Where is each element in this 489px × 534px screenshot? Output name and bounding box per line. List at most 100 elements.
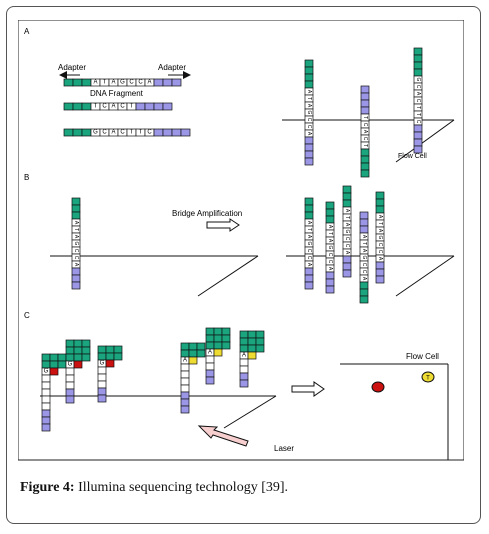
flow-cell-edge-b-left [197, 255, 259, 297]
adapter-cell [153, 78, 164, 87]
adapter-cell [359, 281, 369, 290]
adapter-cell [180, 342, 190, 351]
base-letter: C [120, 130, 125, 136]
adapter-cell [221, 341, 231, 350]
adapter-cell [221, 334, 231, 343]
adapter-cell [153, 128, 164, 137]
base-letter: A [361, 249, 367, 253]
imaging-arrow [291, 381, 325, 397]
yellow-dot-base: T [426, 376, 430, 382]
adapter-cell [71, 204, 81, 213]
base-letter: G [73, 242, 79, 246]
adapter-cell [304, 274, 314, 283]
adapter-cell [213, 334, 223, 343]
adapter-cell [304, 136, 314, 145]
adapter-cell [413, 68, 423, 77]
adapter-cell [359, 225, 369, 234]
base-letter: A [344, 209, 350, 213]
base-letter: C [120, 104, 125, 110]
adapter-cell [325, 271, 335, 280]
signal-cell [188, 356, 198, 365]
base-letter: T [130, 104, 134, 110]
strand-cell [65, 374, 75, 383]
adapter-cell [213, 327, 223, 336]
adapter-cell [73, 339, 83, 348]
adapter-cell [304, 197, 314, 206]
adapter-cell [65, 353, 75, 362]
adapter-right-label: Adapter [158, 63, 186, 72]
base-letter: A [306, 132, 312, 136]
strand-cell [41, 374, 51, 383]
base-letter: A [361, 235, 367, 239]
adapter-cell [205, 369, 215, 378]
base-letter: A [111, 130, 115, 136]
adapter-cell [325, 285, 335, 294]
adapter-cell [360, 155, 370, 164]
adapter-cell [153, 102, 164, 111]
yellow-signal-dot [421, 371, 435, 383]
adapter-cell [188, 349, 198, 358]
adapter-cell [360, 162, 370, 171]
adapter-cell [65, 339, 75, 348]
panel-label-b: B [24, 173, 29, 182]
adapter-cell [375, 275, 385, 284]
adapter-cell [375, 268, 385, 277]
adapter-cell [105, 345, 115, 354]
strand-cell [239, 365, 249, 374]
strand-cell [97, 380, 107, 389]
adapter-cell [304, 204, 314, 213]
adapter-cell [63, 128, 74, 137]
base-letter: G [415, 78, 421, 82]
adapter-cell [304, 211, 314, 220]
adapter-cell [239, 372, 249, 381]
signal-cell [247, 351, 257, 360]
base-letter: C [306, 256, 312, 260]
adapter-cell [413, 131, 423, 140]
strand-cell [239, 358, 249, 367]
adapter-cell [342, 255, 352, 264]
base-letter: C [306, 249, 312, 253]
adapter-cell [359, 218, 369, 227]
base-letter: A [361, 277, 367, 281]
adapter-cell [255, 330, 265, 339]
base-letter: G [44, 369, 49, 375]
adapter-cell [97, 352, 107, 361]
adapter-cell [63, 78, 74, 87]
adapter-cell [304, 66, 314, 75]
adapter-cell [325, 278, 335, 287]
adapter-cell [413, 54, 423, 63]
base-letter: C [377, 243, 383, 247]
dna-fragment-label: DNA Fragment [90, 89, 144, 98]
base-letter: C [129, 80, 134, 86]
base-letter: C [377, 250, 383, 254]
strand-cell [97, 366, 107, 375]
strand-cell [41, 381, 51, 390]
adapter-cell [304, 73, 314, 82]
adapter-cell [81, 346, 91, 355]
base-letter: A [327, 267, 333, 271]
adapter-cell [41, 423, 51, 432]
adapter-cell [105, 352, 115, 361]
adapter-cell [205, 334, 215, 343]
adapter-cell [342, 262, 352, 271]
adapter-cell [325, 201, 335, 210]
base-letter: T [362, 144, 368, 147]
base-letter: G [93, 130, 98, 136]
base-letter: G [68, 362, 73, 368]
adapter-cell [247, 337, 257, 346]
adapter-cell [180, 405, 190, 414]
adapter-cell [239, 330, 249, 339]
adapter-cell [180, 391, 190, 400]
adapter-cell [360, 92, 370, 101]
base-letter: A [377, 257, 383, 261]
adapter-cell [71, 211, 81, 220]
adapter-cell [72, 128, 83, 137]
adapter-cell [97, 387, 107, 396]
signal-cell [49, 367, 59, 376]
base-letter: A [362, 130, 368, 134]
figure-caption: Figure 4: Illumina sequencing technology… [20, 480, 288, 496]
